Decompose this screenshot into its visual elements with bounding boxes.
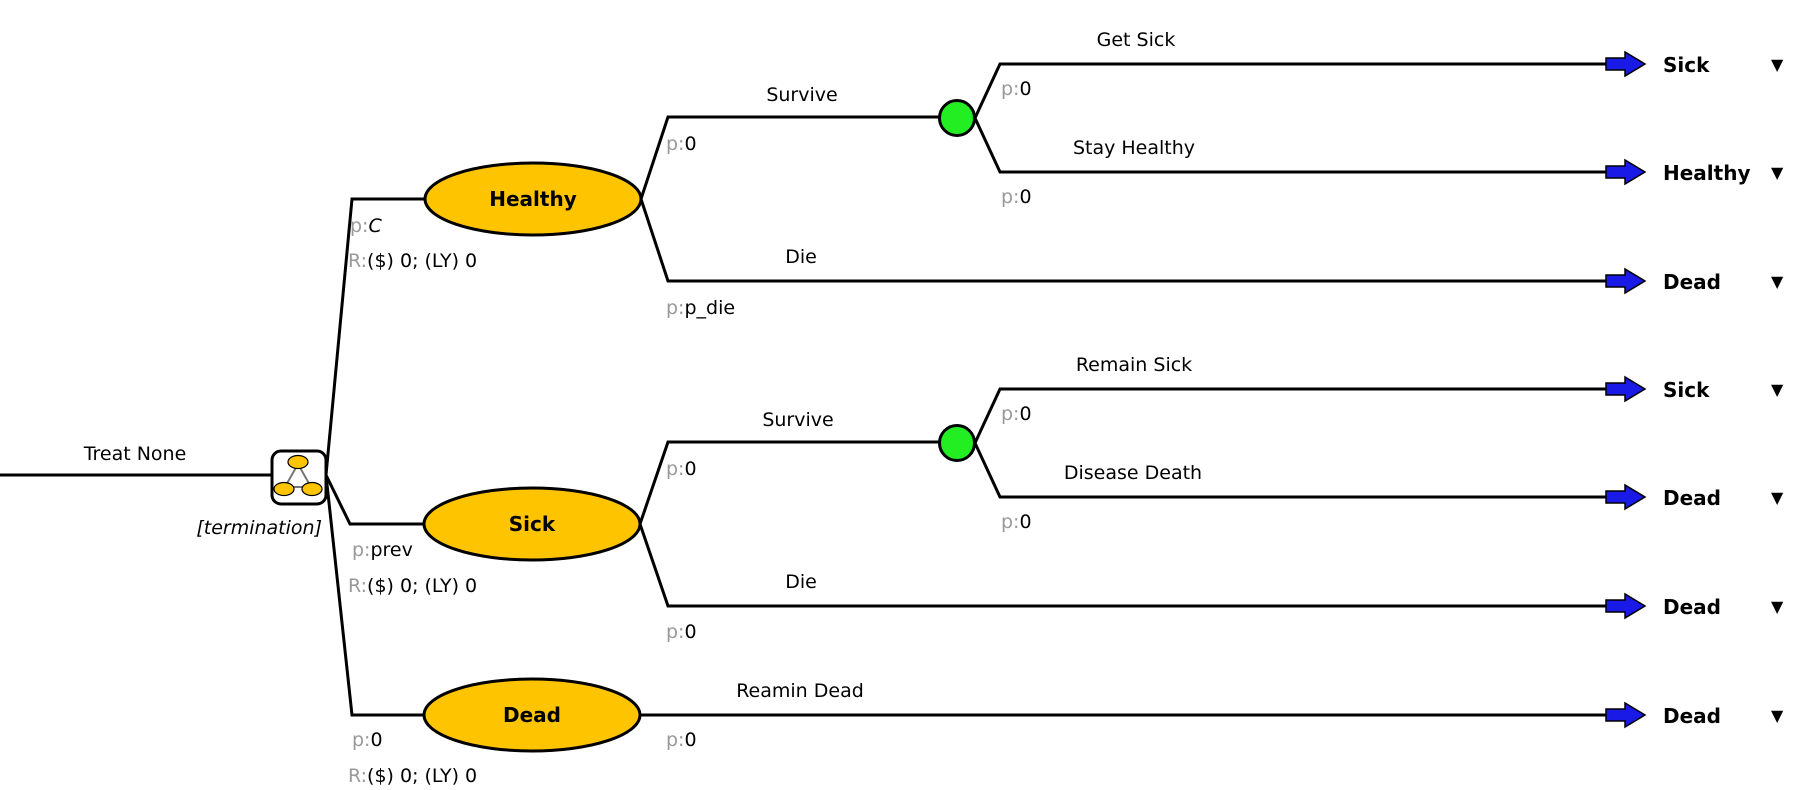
state-name-sick: Sick: [509, 512, 556, 536]
state-line-dead: [324, 474, 428, 717]
transition-line: [973, 117, 1606, 174]
dropdown-triangle-icon[interactable]: ▼: [1771, 55, 1784, 74]
next-state-label: Sick: [1663, 53, 1710, 77]
dropdown-triangle-icon[interactable]: ▼: [1771, 706, 1784, 725]
transition-prob: p:0: [666, 458, 697, 480]
transition-line: [638, 523, 1606, 608]
transition-line: [639, 115, 940, 200]
dropdown-triangle-icon[interactable]: ▼: [1771, 272, 1784, 291]
state-line-healthy: [324, 197, 428, 476]
state-branch-sick[interactable]: Sick p:prev R:($) 0; (LY) 0: [324, 474, 642, 597]
transition-line: [973, 387, 1606, 444]
transition-arrow-icon: [1605, 375, 1647, 403]
transition-disease-death[interactable]: Disease Death p:0 Dead ▼: [973, 442, 1784, 533]
transition-stay-healthy[interactable]: Stay Healthy p:0 Healthy ▼: [973, 117, 1784, 208]
state-prob-healthy: p:C: [350, 215, 382, 237]
dropdown-triangle-icon[interactable]: ▼: [1771, 380, 1784, 399]
transition-line: [639, 198, 1606, 283]
transition-arrow-icon: [1605, 50, 1647, 78]
state-reward-healthy: R:($) 0; (LY) 0: [348, 250, 477, 272]
transition-arrow-icon: [1605, 267, 1647, 295]
state-reward-dead: R:($) 0; (LY) 0: [348, 765, 477, 787]
next-state-label: Dead: [1663, 486, 1721, 510]
next-state-label: Dead: [1663, 270, 1721, 294]
markov-node-icon: [273, 454, 323, 497]
markov-node[interactable]: [270, 449, 328, 506]
next-state-label: Dead: [1663, 704, 1721, 728]
transition-line: [638, 440, 940, 525]
next-state-label: Sick: [1663, 378, 1710, 402]
state-reward-sick: R:($) 0; (LY) 0: [348, 575, 477, 597]
transition-label: Die: [785, 571, 817, 593]
transition-label: Stay Healthy: [1073, 137, 1195, 159]
transition-prob: p:p_die: [666, 297, 735, 319]
transition-label: Survive: [762, 409, 833, 431]
transition-prob: p:0: [1001, 78, 1032, 100]
transition-line: [973, 442, 1606, 499]
transition-sick-die[interactable]: Die p:0 Dead ▼: [638, 523, 1784, 643]
next-state-label: Dead: [1663, 595, 1721, 619]
transition-remain-sick[interactable]: Remain Sick p:0 Sick ▼: [973, 354, 1784, 444]
transition-label: Survive: [766, 84, 837, 106]
state-branch-healthy[interactable]: Healthy p:C R:($) 0; (LY) 0: [324, 161, 643, 476]
state-prob-dead: p:0: [352, 729, 383, 751]
transition-arrow-icon: [1605, 483, 1647, 511]
transition-prob: p:0: [666, 133, 697, 155]
state-name-dead: Dead: [503, 703, 561, 727]
dropdown-triangle-icon[interactable]: ▼: [1771, 488, 1784, 507]
dropdown-triangle-icon[interactable]: ▼: [1771, 597, 1784, 616]
transition-label: Get Sick: [1097, 29, 1176, 51]
transition-label: Remain Sick: [1076, 354, 1192, 376]
termination-label: [termination]: [196, 517, 322, 539]
transition-healthy-die[interactable]: Die p:p_die Dead ▼: [639, 198, 1784, 319]
chance-node-icon[interactable]: [938, 99, 976, 137]
transition-prob: p:0: [1001, 186, 1032, 208]
transition-label: Disease Death: [1064, 462, 1202, 484]
state-name-healthy: Healthy: [489, 187, 577, 211]
strategy-label: Treat None: [83, 443, 187, 465]
transition-label: Reamin Dead: [736, 680, 864, 702]
transition-arrow-icon: [1605, 158, 1647, 186]
transition-prob: p:0: [1001, 403, 1032, 425]
transition-reamin-dead[interactable]: Reamin Dead p:0 Dead ▼: [640, 680, 1784, 751]
strategy-branch[interactable]: Treat None: [0, 443, 272, 477]
dropdown-triangle-icon[interactable]: ▼: [1771, 163, 1784, 182]
transition-prob: p:0: [666, 729, 697, 751]
transition-healthy-survive[interactable]: Survive p:0: [639, 84, 940, 200]
transition-sick-survive[interactable]: Survive p:0: [638, 409, 940, 525]
transition-prob: p:0: [666, 621, 697, 643]
transition-line: [973, 62, 1606, 119]
chance-node-icon[interactable]: [938, 424, 976, 462]
state-line-sick: [324, 474, 428, 526]
transition-label: Die: [785, 246, 817, 268]
transition-arrow-icon: [1605, 592, 1647, 620]
transition-arrow-icon: [1605, 701, 1647, 729]
state-prob-sick: p:prev: [352, 539, 413, 561]
next-state-label: Healthy: [1663, 161, 1751, 185]
transition-prob: p:0: [1001, 511, 1032, 533]
transition-get-sick[interactable]: Get Sick p:0 Sick ▼: [973, 29, 1784, 119]
